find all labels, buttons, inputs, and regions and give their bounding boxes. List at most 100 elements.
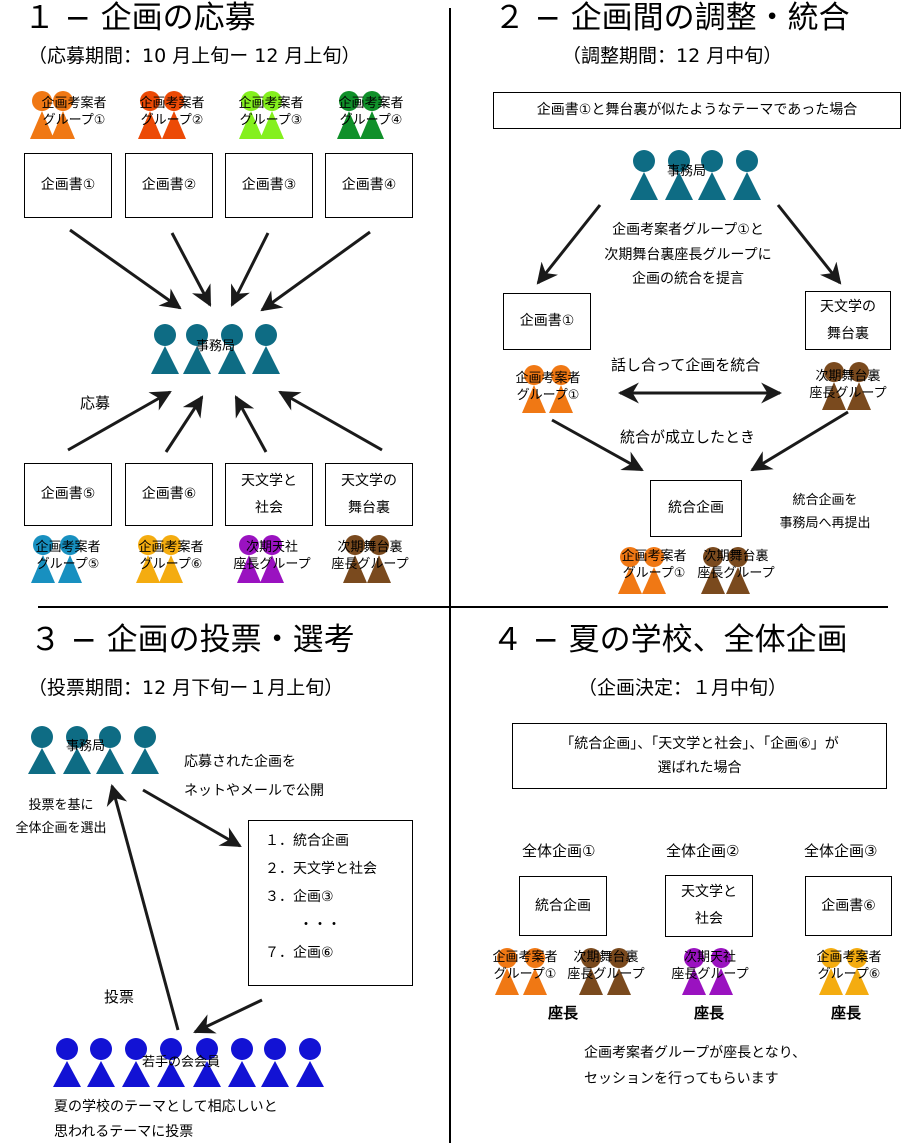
q2-merged-chair-icons <box>701 547 750 594</box>
q2-merged-chair-label: 次期舞台裏座長グループ <box>697 549 775 581</box>
q1-period: （応募期間：10 月上旬ー 12 月上旬） <box>28 45 361 67</box>
q1-group5-icons <box>31 535 82 583</box>
person-icon <box>87 1038 115 1087</box>
q2-doc1: 企画書① <box>503 293 591 350</box>
q1-title: １ − 企画の応募 <box>24 0 256 36</box>
person-icon <box>549 365 573 413</box>
person-icon <box>642 547 666 594</box>
arrow-doc6-to-office <box>164 395 204 453</box>
q1-group2-label: 企画考案者グループ② <box>139 96 205 128</box>
arrow-members-to-office <box>106 783 180 1031</box>
arrow-office-to-list <box>142 788 242 848</box>
person-icon <box>701 547 725 594</box>
q3-arrows <box>106 783 263 1034</box>
q3-period: （投票期間：12 月下旬ー１月上旬） <box>28 677 344 699</box>
person-icon <box>193 1038 221 1087</box>
arrow-society-to-office <box>234 395 268 453</box>
q4-title: ４ − 夏の学校、全体企画 <box>492 622 848 658</box>
q4-plan1-chair: 座長 <box>548 1004 579 1022</box>
person-icon <box>367 535 391 583</box>
q1-society-chair-icons <box>237 535 284 583</box>
q1-doc6: 企画書⑥ <box>125 463 213 526</box>
q4-group1-label: 企画考案者グループ① <box>492 950 558 982</box>
arrow-backstage-to-office <box>278 390 383 452</box>
q3-members-label: 若手の会会員 <box>142 1055 221 1070</box>
q3-title: ３ − 企画の投票・選考 <box>30 622 355 658</box>
q3-list-item-2: ２．天文学と社会 <box>265 861 377 877</box>
q1-society-chair-label: 次期天社座長グループ <box>233 540 311 572</box>
q1-doc4: 企画書④ <box>325 153 413 218</box>
q1-group3-label: 企画考案者グループ③ <box>238 96 304 128</box>
person-icon <box>58 535 82 583</box>
person-icon <box>136 535 160 583</box>
arrow-list-to-members <box>193 998 263 1034</box>
q2-discuss-label: 話し合って企画を統合 <box>611 356 761 374</box>
person-icon <box>162 91 186 139</box>
q1-doc-society: 天文学と社会 <box>225 463 313 526</box>
q1-group3-icons <box>239 91 284 139</box>
q3-list-item-7: ７．企画⑥ <box>265 945 334 961</box>
q2-chair-icons <box>822 362 871 410</box>
q2-doc-backstage: 天文学の舞台裏 <box>805 291 891 350</box>
person-icon <box>28 726 56 774</box>
q1-apply-label: 応募 <box>80 394 111 412</box>
arrow-doc1-to-office <box>69 228 182 310</box>
q1-backstage-chair-icons <box>343 535 391 583</box>
q1-group5-label: 企画考案者グループ⑤ <box>35 540 101 572</box>
q4-plan3-heading: 全体企画③ <box>804 842 878 860</box>
q4-plan2-heading: 全体企画② <box>666 842 740 860</box>
q4-society-chair-icons <box>682 948 733 995</box>
person-icon <box>733 150 761 200</box>
q2-condition-box: 企画書①と舞台裏が似たようなテーマであった場合 <box>493 92 901 129</box>
q3-vote-note: 夏の学校のテーマとして相応しいと思われるテーマに投票 <box>54 1099 278 1140</box>
q1-backstage-chair-label: 次期舞台裏座長グループ <box>331 540 409 572</box>
q3-office-icons <box>28 726 159 774</box>
person-icon <box>726 547 750 594</box>
person-icon <box>819 948 843 995</box>
person-icon <box>579 948 603 995</box>
arrow-office-to-doc1 <box>536 204 602 285</box>
q4-period: （企画決定：１月中旬） <box>578 677 788 699</box>
q1-office-icons <box>151 324 280 374</box>
q4-plan1-doc: 統合企画 <box>519 876 607 936</box>
person-icon <box>343 535 367 583</box>
person-icon <box>337 91 361 139</box>
q1-group1-icons <box>30 91 75 139</box>
person-icon <box>53 1038 81 1087</box>
q4-plan1-heading: 全体企画① <box>522 842 596 860</box>
arrow-doc3-to-office <box>230 232 270 307</box>
arrow-doc4-to-office <box>260 230 371 312</box>
q2-group1-icons <box>522 365 573 413</box>
q1-doc5: 企画書⑤ <box>24 463 112 526</box>
q1-group6-label: 企画考案者グループ⑥ <box>138 540 204 572</box>
person-icon <box>630 150 658 200</box>
person-icon <box>709 948 733 995</box>
q2-proposal-text: 企画考案者グループ①と次期舞台裏座長グループに企画の統合を提言 <box>604 222 772 287</box>
person-icon <box>261 1038 289 1087</box>
person-icon <box>51 91 75 139</box>
person-icon <box>122 1038 150 1087</box>
q3-publish-text: 応募された企画をネットやメールで公開 <box>184 754 324 799</box>
q2-merged-group1-label: 企画考案者グループ① <box>621 549 687 581</box>
q1-arrows <box>67 228 383 453</box>
person-icon <box>360 91 384 139</box>
person-icon <box>682 948 706 995</box>
q4-society-chair-label: 次期天社座長グループ <box>671 950 749 982</box>
q2-office-label: 事務局 <box>667 164 707 179</box>
q4-plan2-doc: 天文学と社会 <box>665 875 753 937</box>
person-icon <box>157 1038 185 1087</box>
q1-group6-icons <box>136 535 183 583</box>
person-icon <box>239 91 263 139</box>
person-icon <box>618 547 642 594</box>
q2-title: ２ − 企画間の調整・統合 <box>494 0 850 36</box>
q4-backstage-chair-label: 次期舞台裏座長グループ <box>567 950 645 982</box>
q1-group4-label: 企画考案者グループ④ <box>338 96 404 128</box>
person-icon <box>183 324 211 374</box>
q4-plan2-chair: 座長 <box>694 1004 725 1022</box>
q1-doc3: 企画書③ <box>225 153 313 218</box>
q2-established-label: 統合が成立したとき <box>620 428 756 446</box>
q2-period: （調整期間：12 月中旬） <box>562 45 783 67</box>
person-icon <box>845 948 869 995</box>
person-icon <box>260 535 284 583</box>
person-icon <box>665 150 693 200</box>
